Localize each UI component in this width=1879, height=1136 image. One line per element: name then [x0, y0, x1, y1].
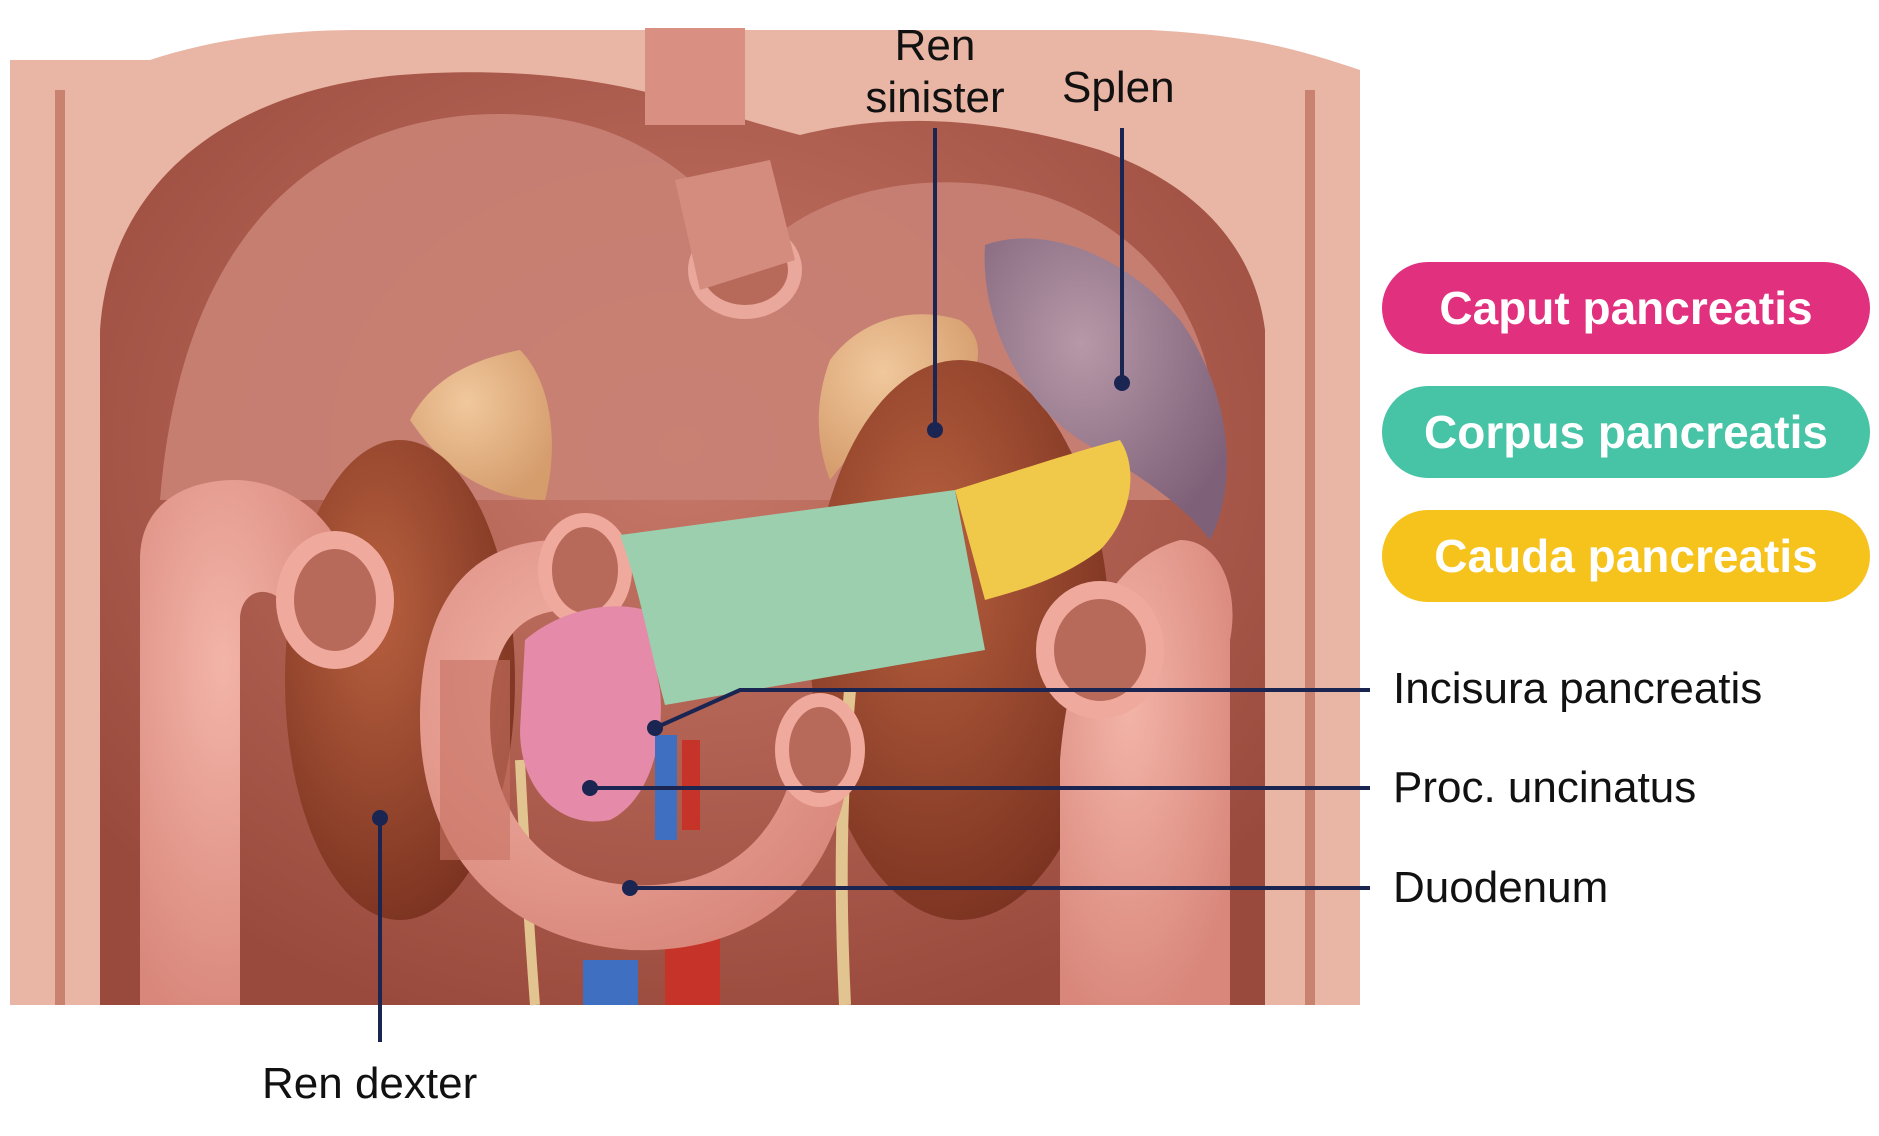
label-splen: Splen [1062, 63, 1175, 112]
duodenum-upper-opening [538, 513, 632, 627]
body-wall-edge [55, 90, 1315, 1005]
dot-duodenum [622, 880, 638, 896]
pancreas-cauda [955, 440, 1131, 600]
duodenum-lumen [440, 660, 510, 860]
dot-ren-sinister [927, 422, 943, 438]
leader-dots [372, 375, 1130, 896]
legend-caput: Caput pancreatis [1382, 262, 1870, 354]
label-incisura: Incisura pancreatis [1393, 664, 1763, 713]
label-ren-sinister-line2: sinister [865, 73, 1005, 122]
label-duodenum: Duodenum [1393, 863, 1609, 912]
duodenum-loop [420, 540, 850, 951]
dot-splen [1114, 375, 1130, 391]
legend-caput-label: Caput pancreatis [1439, 282, 1813, 334]
dot-incisura [647, 720, 663, 736]
esophagus-upper [645, 28, 745, 125]
legend-corpus-label: Corpus pancreatis [1424, 406, 1828, 458]
legend-cauda: Cauda pancreatis [1382, 510, 1870, 602]
mesenteric-artery [682, 740, 700, 830]
dot-uncinatus [582, 780, 598, 796]
duodenum-jejunum-opening [775, 693, 865, 807]
label-ren-dexter: Ren dexter [262, 1059, 478, 1108]
right-adrenal [410, 350, 552, 500]
ascending-colon [140, 480, 345, 1005]
pancreas-caput [520, 606, 661, 822]
spleen-organ [984, 238, 1227, 541]
pancreas-corpus [620, 490, 985, 705]
esophagus-tube [675, 160, 795, 290]
label-ren-sinister-line1: Ren [894, 21, 976, 70]
legend-cauda-label: Cauda pancreatis [1434, 530, 1818, 582]
label-ren-sinister: Ren sinister [855, 20, 1015, 124]
vena-cava [583, 960, 638, 1005]
leader-lines [378, 128, 1370, 1042]
right-colon-opening [276, 531, 394, 669]
leader-incisura [654, 688, 1370, 730]
dot-ren-dexter [372, 810, 388, 826]
legend-corpus: Corpus pancreatis [1382, 386, 1870, 478]
left-colon-opening [1036, 581, 1164, 719]
label-uncinatus: Proc. uncinatus [1393, 763, 1697, 812]
